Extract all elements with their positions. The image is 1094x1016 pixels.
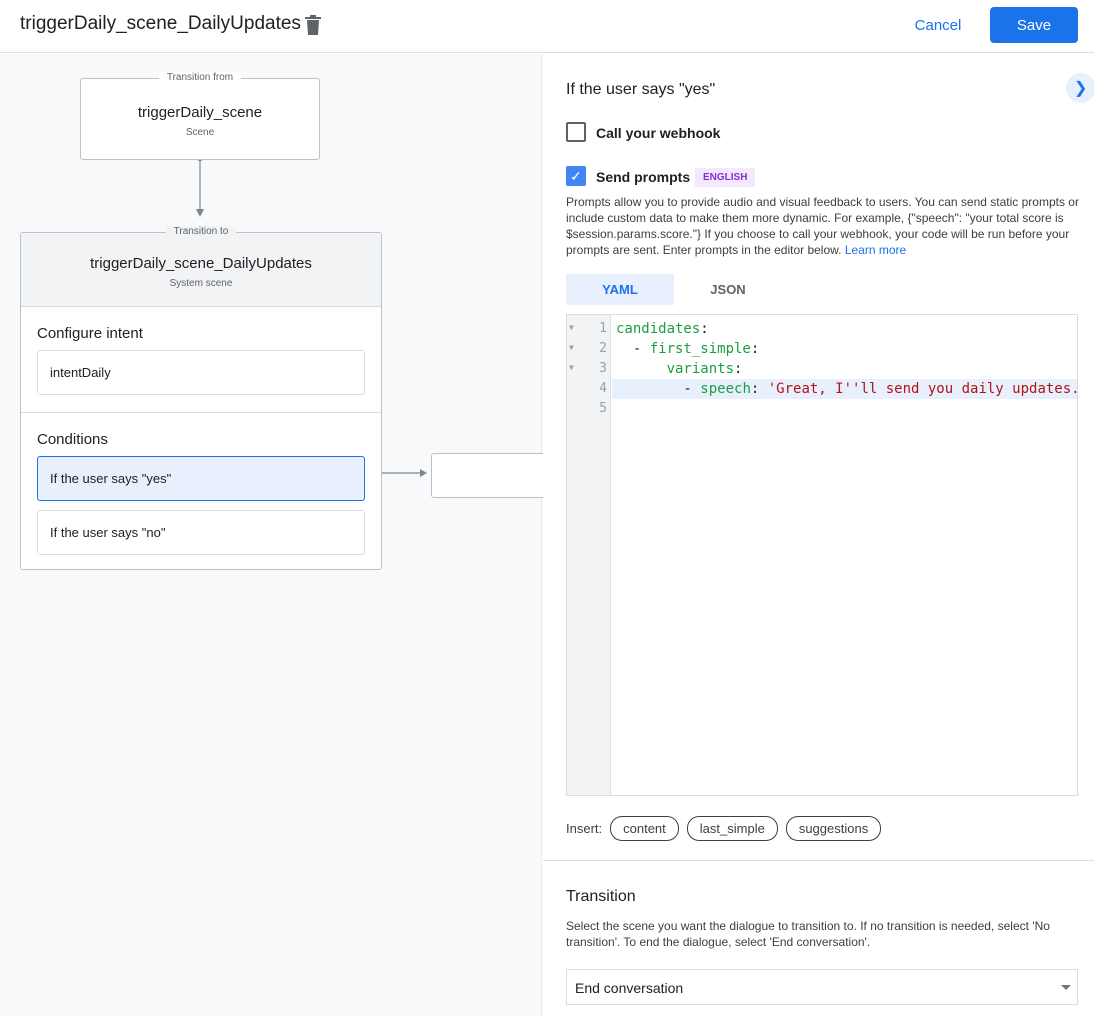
node-type: Scene: [185, 127, 215, 138]
node-name: triggerDaily_scene: [137, 104, 263, 121]
editor-gutter: ▼ 1 ▼ 2 ▼ 3 4 5: [567, 315, 611, 795]
transition-heading: Transition: [566, 888, 636, 905]
fold-icon[interactable]: ▼: [569, 323, 574, 332]
description-text: Prompts allow you to provide audio and v…: [566, 195, 1079, 257]
tab-yaml[interactable]: YAML: [566, 274, 674, 305]
line-number: 2: [599, 341, 607, 356]
code-line: candidates:: [616, 321, 709, 337]
condition-yes[interactable]: If the user says "yes": [37, 456, 365, 501]
selected-value: End conversation: [575, 980, 684, 996]
insert-suggestions-chip[interactable]: suggestions: [785, 816, 882, 841]
node-name: triggerDaily_scene_DailyUpdates: [90, 255, 312, 272]
node-legend: Transition from: [158, 72, 242, 83]
code-editor[interactable]: ▼ 1 ▼ 2 ▼ 3 4 5 candidates: - first_simple:…: [566, 314, 1080, 796]
condition-panel: If the user says "yes" ❯ Call your webho…: [543, 54, 1094, 1016]
cancel-button[interactable]: Cancel: [904, 8, 972, 42]
fold-icon[interactable]: ▼: [569, 343, 574, 352]
transition-to-node: Transition to triggerDaily_scene_DailyUp…: [20, 226, 382, 570]
line-number: 5: [599, 401, 607, 416]
insert-label: Insert:: [566, 821, 603, 836]
condition-no[interactable]: If the user says "no": [37, 510, 365, 555]
insert-content-chip[interactable]: content: [610, 816, 679, 841]
send-prompts-checkbox[interactable]: ✓: [566, 166, 586, 186]
code-line: - first_simple:: [616, 341, 760, 357]
chevron-right-icon[interactable]: ❯: [1066, 73, 1094, 103]
webhook-checkbox[interactable]: [566, 122, 586, 142]
insert-last-simple-chip[interactable]: last_simple: [686, 816, 778, 841]
trash-icon[interactable]: [304, 15, 322, 35]
target-node[interactable]: [431, 453, 551, 498]
transition-description: Select the scene you want the dialogue t…: [566, 919, 1050, 949]
conditions-heading: Conditions: [37, 431, 108, 448]
prompts-description: Prompts allow you to provide audio and v…: [566, 194, 1081, 258]
divider: [543, 860, 1094, 861]
line-number: 4: [599, 381, 607, 396]
learn-more-link[interactable]: Learn more: [844, 243, 907, 257]
tab-json[interactable]: JSON: [710, 282, 746, 297]
arrow-right-icon: [420, 469, 427, 477]
code-line: variants:: [666, 361, 743, 377]
node-legend: Transition to: [165, 226, 237, 237]
line-number: 3: [599, 361, 607, 376]
node-type: System scene: [169, 278, 233, 289]
language-badge: ENGLISH: [695, 168, 756, 187]
dropdown-caret-icon: [1061, 985, 1071, 990]
top-bar: triggerDaily_scene_DailyUpdates Cancel S…: [0, 0, 1094, 53]
panel-heading: If the user says "yes": [566, 81, 716, 98]
send-prompts-label: Send prompts: [596, 169, 691, 185]
transition-select[interactable]: End conversation: [566, 969, 1078, 1005]
arrow-down-icon: [196, 209, 204, 217]
webhook-label: Call your webhook: [596, 125, 721, 141]
transition-from-node[interactable]: Transition from triggerDaily_scene Scene: [80, 72, 320, 160]
save-button[interactable]: Save: [990, 7, 1078, 43]
code-line-active: - speech: 'Great, I''ll send you daily u…: [612, 379, 1080, 399]
insert-bar: Insert: content last_simple suggestions: [566, 816, 882, 841]
scene-canvas: Transition from triggerDaily_scene Scene…: [0, 54, 551, 1016]
fold-icon[interactable]: ▼: [569, 363, 574, 372]
configure-intent-heading: Configure intent: [37, 325, 143, 342]
page-title: triggerDaily_scene_DailyUpdates: [20, 13, 301, 34]
line-number: 1: [599, 321, 607, 336]
intent-item[interactable]: intentDaily: [37, 350, 365, 395]
